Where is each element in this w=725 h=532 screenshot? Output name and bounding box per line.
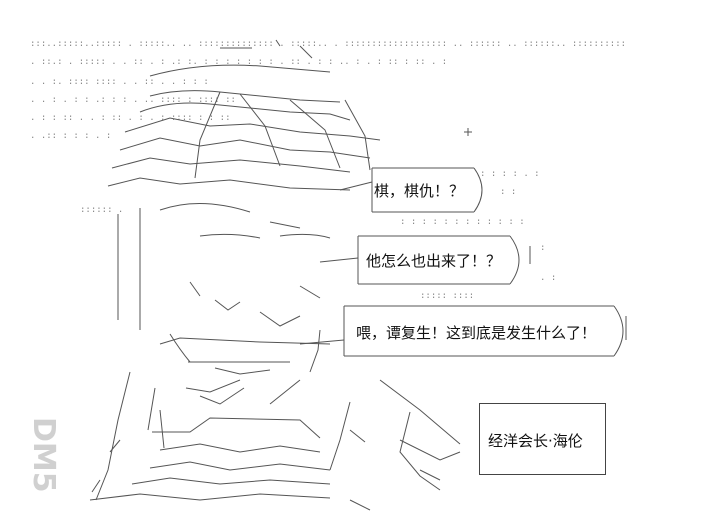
speech-text-2: 他怎么也出来了！？ xyxy=(366,252,502,270)
svg-text::: : xyxy=(540,243,545,253)
face xyxy=(117,203,331,405)
speech-bubble-1-outline xyxy=(339,167,483,213)
character-name-box: 经洋会长·海伦 xyxy=(479,403,606,475)
character-name: 经洋会长·海伦 xyxy=(488,432,583,450)
svg-text:. :: . : xyxy=(540,273,556,283)
speech-text-3: 喂，谭复生！这到底是发生什么了！ xyxy=(356,324,597,342)
speech-bubble-3-outline xyxy=(299,305,627,357)
sparkle-icon xyxy=(464,128,472,136)
svg-text:: :: : : xyxy=(500,187,516,197)
svg-text:. .: . . :. :::: :::: . . :: . . : : : xyxy=(30,77,209,87)
svg-text:: : : : . :: : : : : . : xyxy=(480,169,540,179)
speech-bubble-2-outline xyxy=(319,235,531,285)
dotted-background: :::..:::::..::::: . :::::.. .. :::::::::… xyxy=(30,39,626,301)
svg-text::::::: .: :::::: . xyxy=(80,205,123,215)
dm5-watermark-logo: DM5 xyxy=(4,415,61,520)
head-outline xyxy=(107,39,381,191)
dm5-logo-text: DM5 xyxy=(26,417,61,493)
svg-text:. . :: . . : . : : .: : : . .. :::: : :::: :: xyxy=(30,95,236,105)
body xyxy=(89,371,461,511)
svg-text:: : : : : : : : : :: : : : : : : : : : : : : xyxy=(400,217,525,227)
svg-text:. ::.: . ::::: . . :: . :: . ::.: . ::::: . . :: . : .: :. : : : : … xyxy=(30,57,447,67)
svg-text:. : : :: . . :: . : : :: . . : :: . : . : :::: : : :: xyxy=(30,113,230,123)
speech-text-1: 棋，棋仇！？ xyxy=(374,182,465,200)
svg-text:::::: ::::: ::::: :::: xyxy=(420,291,474,301)
svg-text:. .:: : : : . :: . .:: : : : . : xyxy=(30,131,111,141)
svg-text::::..:::::..::::: . :::::..: :::..:::::..::::: . :::::.. .. :::::::::… xyxy=(30,39,626,49)
